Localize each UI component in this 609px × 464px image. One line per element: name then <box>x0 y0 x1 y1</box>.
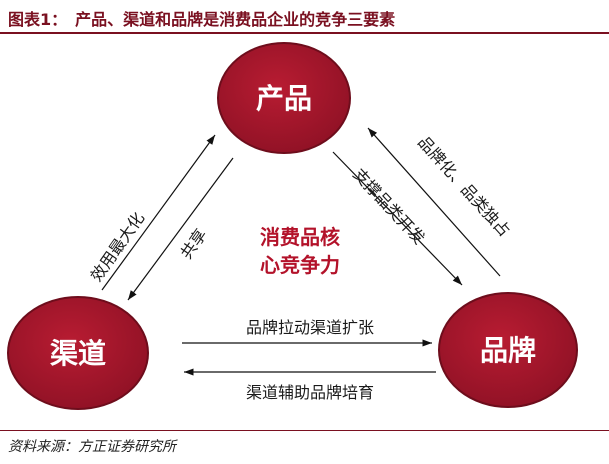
arrow-product-to-brand <box>332 151 463 286</box>
source-note: 资料来源：方正证券研究所 <box>8 439 176 455</box>
arrow-product-to-channel <box>127 157 234 301</box>
label-product-to-channel: 共享 <box>177 225 211 262</box>
title-divider <box>0 32 609 34</box>
source-divider <box>0 430 609 431</box>
node-brand-label: 品牌 <box>480 334 536 367</box>
label-channel-nurtures-brand: 渠道辅助品牌培育 <box>246 383 374 402</box>
label-brand-to-product: 品牌化、品类独占 <box>414 132 514 240</box>
node-brand: 品牌 <box>438 292 578 408</box>
core-line-2: 心竞争力 <box>260 253 340 277</box>
node-product-label: 产品 <box>256 82 312 115</box>
label-product-to-brand: 支撑品类开发 <box>349 165 428 248</box>
figure-title: 图表1： 产品、渠道和品牌是消费品企业的竞争三要素 <box>8 10 396 29</box>
label-channel-to-product: 效用最大化 <box>87 209 148 285</box>
node-channel: 渠道 <box>7 296 149 410</box>
node-channel-label: 渠道 <box>50 337 106 370</box>
label-brand-expands-channel: 品牌拉动渠道扩张 <box>246 318 374 337</box>
node-product: 产品 <box>217 42 351 154</box>
arrow-channel-to-product <box>101 134 216 291</box>
core-line-1: 消费品核 <box>260 225 340 249</box>
arrow-brand-to-product <box>367 127 501 277</box>
